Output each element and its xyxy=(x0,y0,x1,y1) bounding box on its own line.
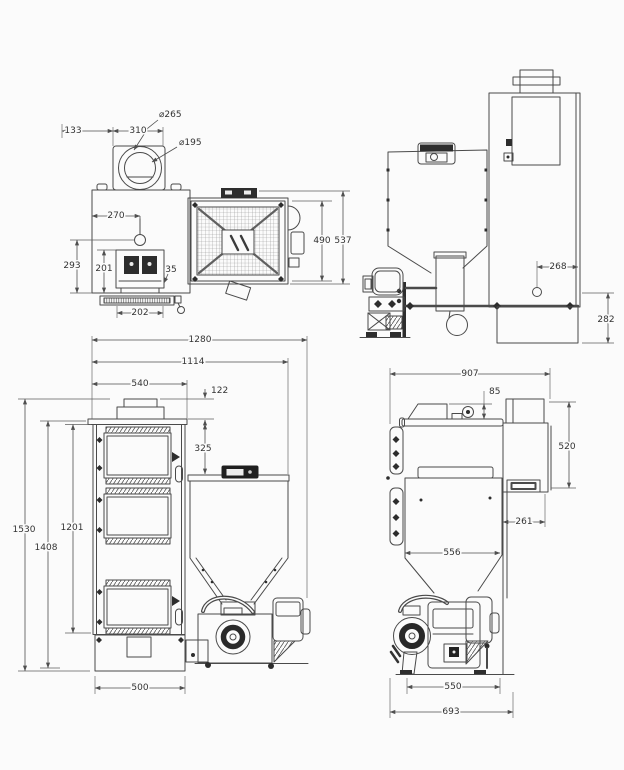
burner-port-top xyxy=(115,249,165,294)
dim-label-1201: 1201 xyxy=(61,523,84,533)
burner-left-side xyxy=(389,594,515,675)
controller-top xyxy=(221,188,257,198)
burner-fan xyxy=(215,619,251,655)
hopper-top-grid xyxy=(187,188,305,301)
front-view: 1280 1114 540 122 325 1530 1408 1201 500 xyxy=(11,334,311,695)
dim-label-270: 270 xyxy=(107,211,124,221)
dim-label-35: 35 xyxy=(165,265,176,275)
burner-fan-side xyxy=(393,617,431,655)
dim-label-325: 325 xyxy=(194,444,211,454)
dim-label-1280: 1280 xyxy=(189,335,212,345)
dim-label-flue-inner-dia: ⌀195 xyxy=(179,138,202,148)
dim-label-122: 122 xyxy=(211,386,228,396)
dim-label-133: 133 xyxy=(64,126,81,136)
dim-label-550: 550 xyxy=(444,682,461,692)
dim-label-693: 693 xyxy=(442,707,459,717)
burner-motor xyxy=(272,597,304,642)
dim-label-1114: 1114 xyxy=(182,357,205,367)
dim-label-1530: 1530 xyxy=(13,525,36,535)
dim-label-556: 556 xyxy=(443,548,460,558)
boiler-front xyxy=(87,398,188,672)
lower-door xyxy=(103,585,172,629)
drop-chute xyxy=(433,251,467,259)
dim-label-293: 293 xyxy=(63,261,80,271)
left-side-view: 907 85 520 261 556 550 693 xyxy=(386,368,577,719)
dim-label-flue-outer-dia: ⌀265 xyxy=(159,110,182,120)
top-view-dimensions: 133 310 ⌀265 ⌀195 270 293 201 35 202 490… xyxy=(61,109,353,320)
middle-door xyxy=(103,493,172,539)
boiler-base-side xyxy=(496,306,579,344)
hopper-front xyxy=(187,465,290,616)
boiler-base-front xyxy=(94,634,186,672)
boiler-rear-left-side xyxy=(502,422,549,493)
hopper-left-side xyxy=(386,398,552,675)
right-side-view: 268 282 xyxy=(359,69,616,344)
right-side-dimensions: 268 282 xyxy=(532,261,616,344)
dim-label-282: 282 xyxy=(597,315,614,325)
ash-tray-top xyxy=(99,295,185,314)
dim-label-310: 310 xyxy=(129,126,146,136)
dim-label-537: 537 xyxy=(334,236,351,246)
left-side-dimensions: 907 85 520 261 556 550 693 xyxy=(389,368,577,719)
boiler-body-top xyxy=(91,189,191,294)
dim-label-520: 520 xyxy=(558,442,575,452)
hopper-lid-handle xyxy=(417,142,456,165)
burner-front xyxy=(185,595,311,669)
door-hinge-lower xyxy=(389,487,404,546)
flue-connection-top xyxy=(287,205,301,231)
dim-label-1408: 1408 xyxy=(35,543,58,553)
auger-motor-side xyxy=(359,267,580,338)
dim-label-268: 268 xyxy=(549,262,566,272)
top-view: 133 310 ⌀265 ⌀195 270 293 201 35 202 490… xyxy=(61,109,353,320)
chimney-left-side xyxy=(505,398,545,424)
dim-label-261: 261 xyxy=(515,517,532,527)
door-hinge-upper xyxy=(389,426,404,475)
front-view-dimensions: 1280 1114 540 122 325 1530 1408 1201 500 xyxy=(11,334,308,695)
vent-grille xyxy=(506,479,541,493)
dim-label-85: 85 xyxy=(489,387,500,397)
hopper-lid xyxy=(417,466,494,479)
dim-label-490: 490 xyxy=(313,236,330,246)
upper-door xyxy=(103,432,172,479)
control-panel-knob[interactable] xyxy=(248,470,252,474)
control-panel-display xyxy=(226,469,244,476)
dim-label-202: 202 xyxy=(131,308,148,318)
hopper-side xyxy=(386,142,488,336)
burner-motor-side xyxy=(427,601,481,669)
flue-collar xyxy=(123,398,158,408)
dim-label-500: 500 xyxy=(131,683,148,693)
dim-label-201: 201 xyxy=(95,264,112,274)
chimney xyxy=(519,69,554,94)
dim-label-907: 907 xyxy=(461,369,478,379)
heat-exchanger-cover xyxy=(511,96,561,166)
dim-label-540: 540 xyxy=(131,379,148,389)
